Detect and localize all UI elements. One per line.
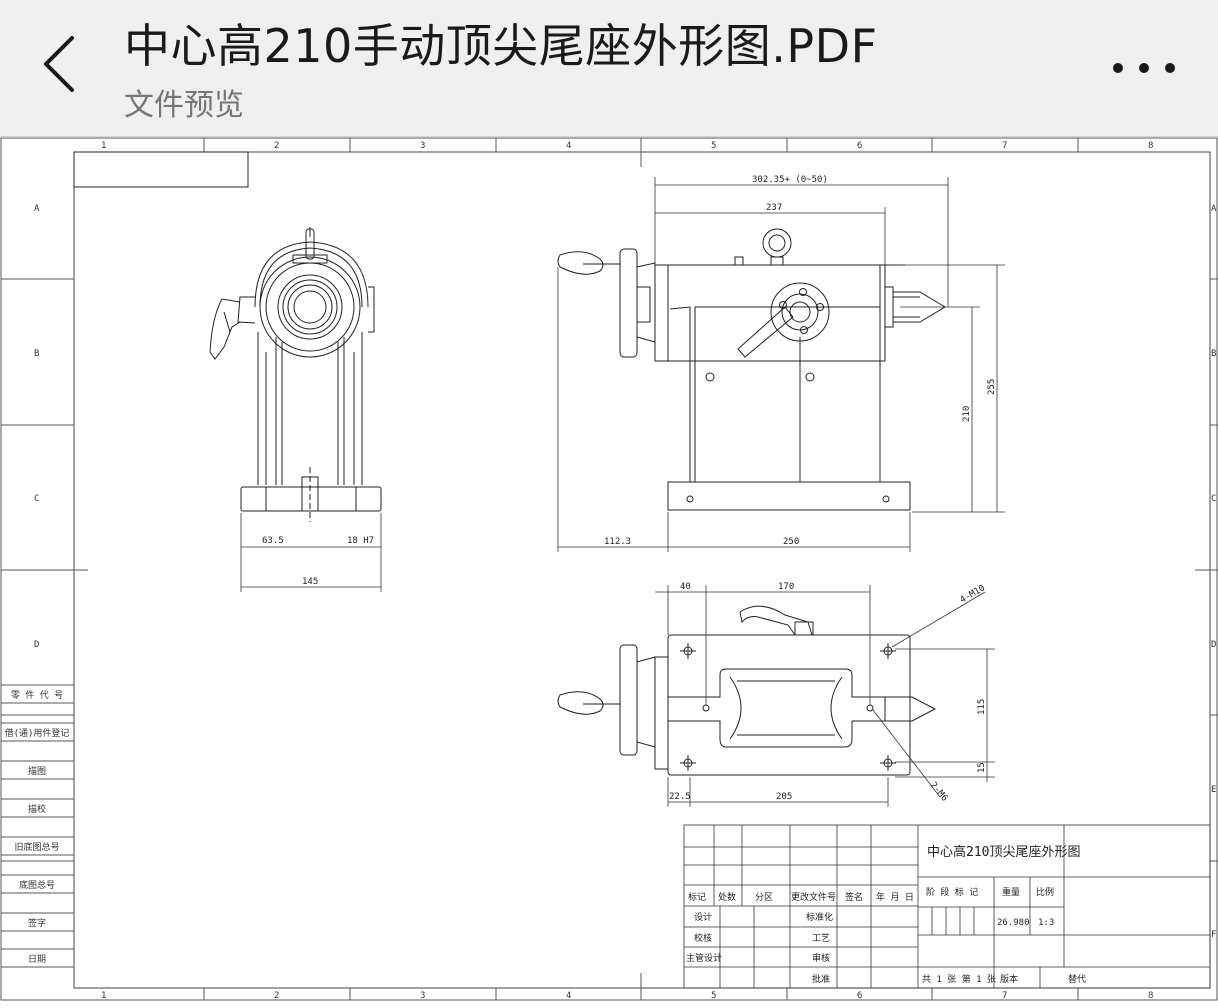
dim-4m10: 4-M10 <box>959 583 987 605</box>
side-label: 描校 <box>28 803 46 815</box>
zone-labels: 1 2 3 4 5 6 7 8 1 2 3 4 5 6 7 8 A B C D … <box>34 141 1217 1001</box>
row-label: A <box>34 204 40 214</box>
tb-scale: 1:3 <box>1038 918 1054 928</box>
dim-302: 302.35+ (0~50) <box>752 175 828 185</box>
col-label: 3 <box>420 141 425 151</box>
zone-grid <box>1 138 1218 1000</box>
more-horizontal-icon <box>1113 63 1175 73</box>
side-view <box>557 228 946 511</box>
dim-115: 115 <box>977 699 987 715</box>
tb-chief: 主管设计 <box>686 952 722 964</box>
row-label: F <box>1211 930 1216 940</box>
dim-63: 63.5 <box>262 536 284 546</box>
tb-design: 设计 <box>694 911 712 923</box>
tb-h-mark: 标记 <box>688 891 706 903</box>
drawing-name: 中心高210顶尖尾座外形图 <box>927 844 1080 860</box>
row-label: C <box>1211 494 1216 504</box>
side-label: 描图 <box>28 765 46 777</box>
tb-check: 校核 <box>694 932 712 944</box>
top-view-dimensions <box>655 585 995 807</box>
tb-replace: 替代 <box>1068 973 1086 985</box>
dim-145: 145 <box>302 577 318 587</box>
col-label: 7 <box>1002 141 1007 151</box>
dim-170: 170 <box>778 582 794 592</box>
dim-237: 237 <box>766 203 782 213</box>
tb-h-sign: 签名 <box>845 891 863 903</box>
front-dim-labels: 63.5 18 H7 145 <box>262 536 374 587</box>
side-label: 签字 <box>28 917 46 929</box>
side-label: 旧底图总号 <box>14 841 59 853</box>
row-label: E <box>1211 785 1216 795</box>
col-label: 2 <box>274 141 279 151</box>
tb-h-stage: 阶 段 标 记 <box>926 886 978 898</box>
drawing-code-box <box>73 151 249 188</box>
row-label: B <box>34 349 39 359</box>
side-registration-table: 零 件 代 号 借(通)用件登记 描图 描校 旧底图总号 底图总号 签字 日期 <box>1 684 74 968</box>
col-label: 4 <box>566 991 571 1001</box>
col-label: 3 <box>420 991 425 1001</box>
side-label: 底图总号 <box>19 879 55 891</box>
top-view <box>557 605 937 776</box>
tb-approve: 批准 <box>812 973 830 985</box>
tb-sheets: 共 1 张 第 1 张 <box>922 973 996 985</box>
col-label: 2 <box>274 991 279 1001</box>
col-label: 8 <box>1148 991 1153 1001</box>
tb-process: 工艺 <box>812 933 830 944</box>
side-label: 零 件 代 号 <box>11 689 63 701</box>
col-label: 6 <box>857 991 862 1001</box>
tb-review: 审核 <box>812 952 830 964</box>
dim-250: 250 <box>783 537 799 547</box>
more-button[interactable] <box>1100 40 1200 90</box>
dim-255: 255 <box>987 379 997 395</box>
tb-version: 版本 <box>1000 973 1018 985</box>
col-label: 6 <box>857 141 862 151</box>
title-block <box>683 824 1211 989</box>
dim-2m6: 2-M6 <box>928 781 950 804</box>
tb-h-zone: 分区 <box>755 892 773 903</box>
row-label: A <box>1211 204 1217 214</box>
row-label: D <box>1211 640 1216 650</box>
top-dim-labels: 40 170 4-M10 115 15 2-M6 22.5 205 <box>669 582 987 804</box>
back-button[interactable] <box>38 32 86 96</box>
app-header: 中心高210手动顶尖尾座外形图.PDF 文件预览 <box>0 0 1218 137</box>
front-view <box>209 227 382 522</box>
col-label: 4 <box>566 141 571 151</box>
tb-weight: 26.980 <box>997 918 1030 928</box>
file-title: 中心高210手动顶尖尾座外形图.PDF <box>124 19 878 73</box>
side-label: 日期 <box>28 954 46 965</box>
drawing-inner-frame <box>73 151 1211 989</box>
chevron-left-icon <box>44 36 74 92</box>
tb-h-scale: 比例 <box>1036 886 1054 898</box>
tb-h-count: 处数 <box>718 891 736 903</box>
col-label: 1 <box>101 141 106 151</box>
side-label: 借(通)用件登记 <box>5 727 70 739</box>
dim-205: 205 <box>776 792 792 802</box>
drawing-outer-frame <box>0 137 1218 1001</box>
dim-18: 18 H7 <box>347 536 374 546</box>
col-label: 5 <box>711 141 716 151</box>
front-view-dimensions <box>240 513 382 592</box>
title-block-text: 中心高210顶尖尾座外形图 标记 处数 分区 更改文件号 签名 年 月 日 阶 … <box>686 844 1086 985</box>
engineering-drawing: 1 2 3 4 5 6 7 8 1 2 3 4 5 6 7 8 A B C D … <box>0 137 1218 1001</box>
tb-h-weight: 重量 <box>1002 886 1020 898</box>
col-label: 7 <box>1002 991 1007 1001</box>
dim-112: 112.3 <box>604 537 631 547</box>
dim-210: 210 <box>962 406 972 422</box>
col-label: 1 <box>101 991 106 1001</box>
dim-40: 40 <box>680 582 691 592</box>
side-view-dimensions <box>557 177 1005 552</box>
row-label: B <box>1211 349 1216 359</box>
dim-22: 22.5 <box>669 792 691 802</box>
row-label: D <box>34 640 39 650</box>
file-subtitle: 文件预览 <box>124 88 244 123</box>
tb-std: 标准化 <box>806 911 833 923</box>
col-label: 8 <box>1148 141 1153 151</box>
tb-h-doc: 更改文件号 <box>791 891 836 903</box>
pdf-preview[interactable]: 1 2 3 4 5 6 7 8 1 2 3 4 5 6 7 8 A B C D … <box>0 137 1218 1004</box>
tb-h-date: 年 月 日 <box>876 891 914 903</box>
row-label: C <box>34 494 39 504</box>
dim-15: 15 <box>977 762 987 773</box>
col-label: 5 <box>711 991 716 1001</box>
side-dim-labels: 302.35+ (0~50) 237 112.3 250 255 210 <box>604 175 997 547</box>
